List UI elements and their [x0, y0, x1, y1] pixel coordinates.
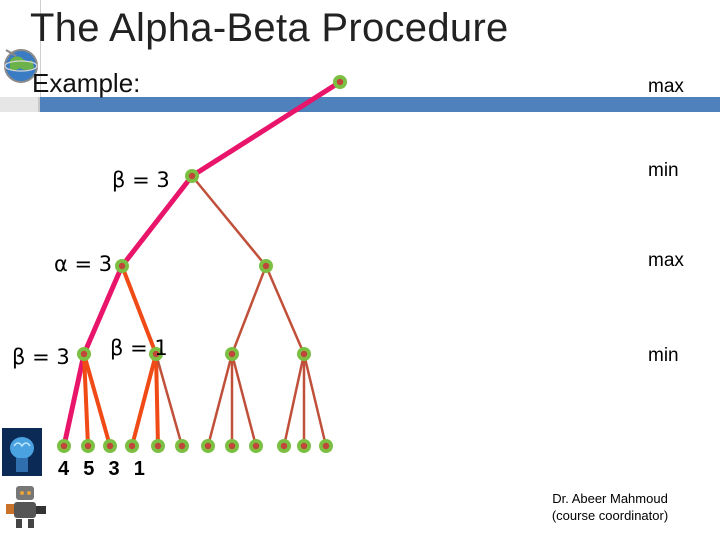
tree-node-l3	[225, 347, 239, 361]
author-name: Dr. Abeer Mahmoud	[552, 491, 668, 506]
tree-node-leaf9	[249, 439, 263, 453]
tree-edge-l3-leaf9	[230, 352, 258, 448]
tree-node-leaf12	[319, 439, 333, 453]
tree-edge-l2-leaf5	[154, 352, 160, 448]
tree-node-l2	[149, 347, 163, 361]
beta-label-left-min: β = 3	[12, 345, 70, 369]
tree-node-leaf5	[151, 439, 165, 453]
tree-edge-a1-l1	[81, 263, 125, 357]
tree-edge-l4-leaf12	[302, 352, 328, 448]
header-bar	[40, 97, 720, 112]
subtitle: Example:	[32, 68, 141, 98]
tree-node-l1	[77, 347, 91, 361]
tree-node-a1	[115, 259, 129, 273]
tree-node-leaf7	[201, 439, 215, 453]
globe-icon	[4, 49, 38, 83]
tree-edge-l3-leaf7	[206, 352, 234, 448]
tree-node-root	[333, 75, 347, 89]
tree-edge-a2-l3	[230, 264, 268, 356]
tree-edge-l1-leaf2	[82, 352, 90, 448]
leaf-values: 4 5 3 1	[58, 458, 146, 480]
tree-node-leaf11	[297, 439, 311, 453]
tree-edge-a2-l4	[264, 264, 306, 356]
tree-edge-l2-leaf4	[130, 352, 158, 448]
tree-node-a2	[259, 259, 273, 273]
tree-node-m1	[185, 169, 199, 183]
tree-edge-l2-leaf6	[154, 352, 184, 448]
tree-node-l4	[297, 347, 311, 361]
level-label-min-1: min	[648, 160, 679, 181]
beta-label-right-min: β = 1	[110, 336, 168, 360]
brain-icon	[2, 428, 42, 476]
tree-node-leaf10	[277, 439, 291, 453]
tree-edge-m1-a1	[119, 173, 195, 269]
tree-edge-l1-leaf3	[82, 352, 112, 448]
beta-label-root-min: β = 3	[112, 168, 170, 192]
page-title: The Alpha-Beta Procedure	[30, 6, 509, 50]
alpha-label-max: α = 3	[54, 252, 113, 276]
level-label-max-1: max	[648, 76, 684, 97]
tree-node-leaf1	[57, 439, 71, 453]
tree-node-leaf4	[125, 439, 139, 453]
tree-node-leaf3	[103, 439, 117, 453]
level-label-min-2: min	[648, 345, 679, 366]
tree-node-leaf6	[175, 439, 189, 453]
tree-edge-root-m1	[189, 79, 343, 179]
tree-edge-l4-leaf10	[282, 352, 306, 448]
tree-edge-l1-leaf1	[61, 351, 87, 449]
author-credit: Dr. Abeer Mahmoud (course coordinator)	[520, 490, 700, 524]
author-role: (course coordinator)	[551, 508, 669, 523]
header-bar-side	[0, 97, 40, 112]
tree-node-leaf2	[81, 439, 95, 453]
tree-edge-m1-a2	[190, 174, 268, 268]
tree-edge-a1-l2	[120, 264, 158, 356]
level-label-max-2: max	[648, 250, 684, 271]
tree-node-leaf8	[225, 439, 239, 453]
robot-icon	[6, 486, 46, 528]
divider-line	[40, 0, 41, 112]
